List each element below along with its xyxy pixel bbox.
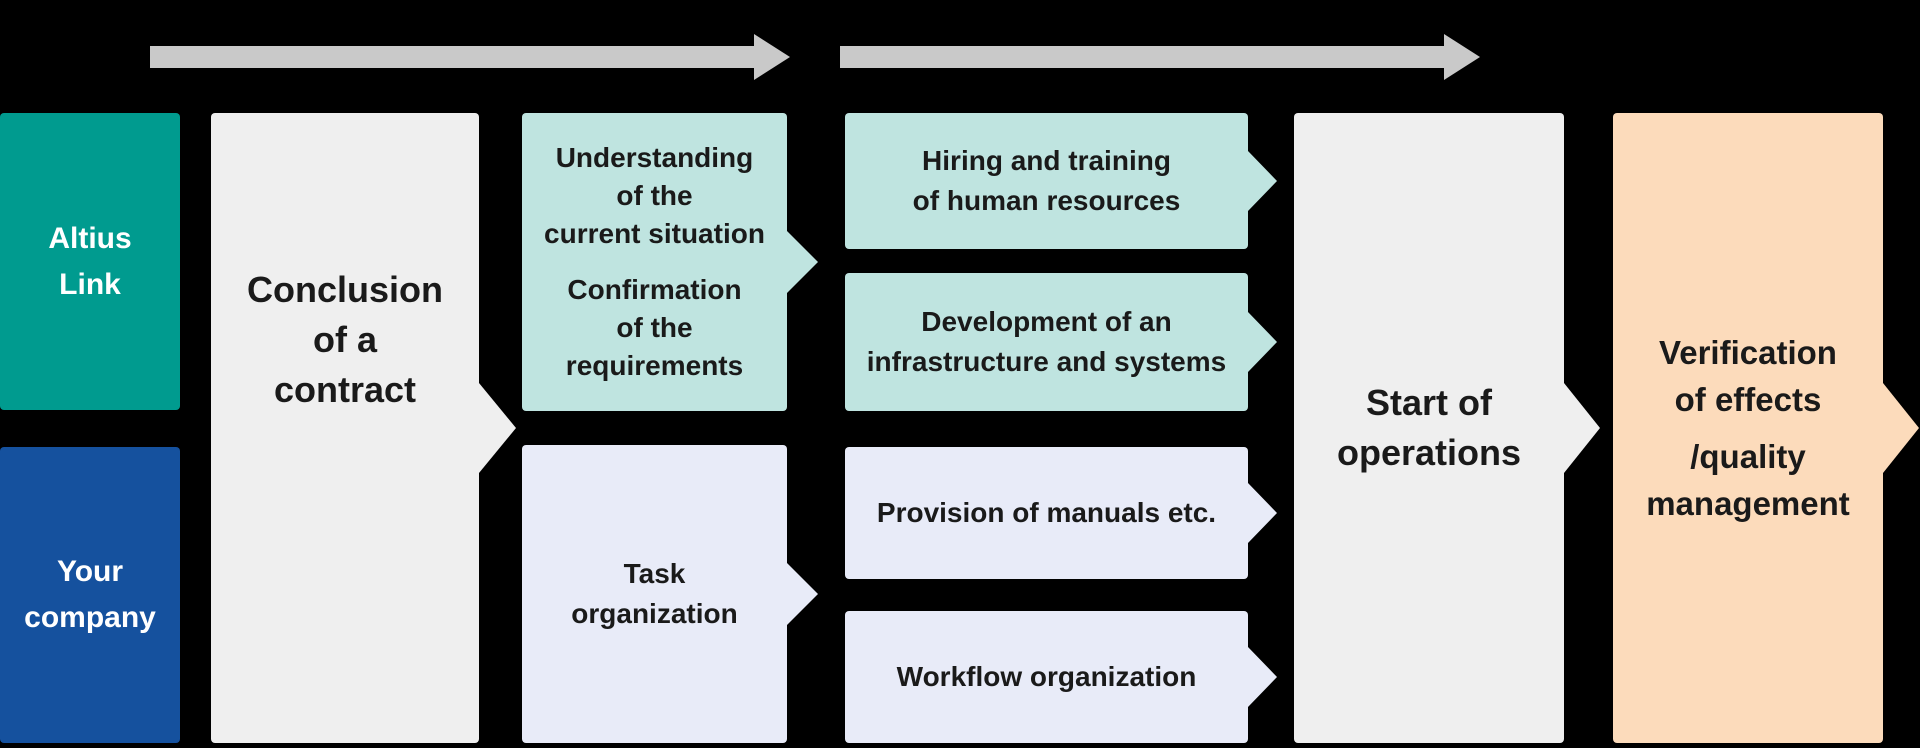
timeline-arrow-bar [840,46,1444,68]
lane-label-line: Link [59,267,121,301]
step-label-line: of the [616,312,693,343]
stage-label-line: of effects [1674,381,1822,418]
stage-conclusion-of-contract: Conclusion of a contract [211,113,516,743]
stage-label-line: /quality [1690,438,1806,475]
lane-altius-link: Altius Link [0,113,180,410]
lane-your-company: Your company [0,447,180,743]
step-label-line: Workflow organization [896,661,1197,692]
step-label-line: Provision of manuals etc. [876,497,1217,528]
lane-label-line: Altius [48,221,132,255]
timeline-arrowhead-icon [1444,34,1480,80]
arrow-point-icon [1564,383,1600,473]
arrow-point-icon [1248,647,1277,707]
stage-label-line: Conclusion [247,269,443,310]
step-infrastructure-development: Development of an infrastructure and sys… [845,273,1277,411]
arrow-point-icon [479,383,516,473]
timeline-arrow-icon [840,34,1480,80]
stage-paragraph: /quality management [1646,433,1850,527]
stage-start-of-operations: Start of operations [1294,113,1600,743]
arrow-point-icon [787,563,818,625]
step-label-line: Understanding [555,142,754,173]
step-label-line: organization [571,598,738,629]
arrow-point-icon [1248,483,1277,543]
step-label-line: infrastructure and systems [866,346,1227,377]
step-hiring-training: Hiring and training of human resources [845,113,1277,249]
arrow-point-icon [1248,151,1277,211]
arrow-point-icon [1248,312,1277,372]
step-provision-of-manuals: Provision of manuals etc. [845,447,1277,579]
timeline-arrowhead-icon [754,34,790,80]
arrow-point-icon [787,231,818,293]
step-workflow-organization: Workflow organization [845,611,1277,743]
step-label-line: Hiring and training [922,145,1171,176]
stage-label-line: Start of [1366,382,1492,423]
step-label-line: current situation [544,218,765,249]
step-label-line: Task [623,558,686,589]
stage-label-line: of a [312,319,377,360]
lane-label-line: Your [56,555,124,588]
stage-label-line: management [1646,485,1850,522]
step-label-line: of the [616,180,693,211]
stage-label-line: contract [273,369,417,410]
step-paragraph: Understanding of the current situation [544,139,765,253]
step-label-line: Confirmation [567,274,742,305]
step-paragraph: Confirmation of the requirements [566,271,743,385]
step-label-line: Development of an [921,306,1172,337]
stage-label-line: operations [1336,432,1522,473]
step-task-organization: Task organization [522,445,818,743]
step-label-line: of human resources [912,185,1181,216]
arrow-point-icon [1883,383,1919,473]
lane-label-line: company [24,601,156,634]
timeline-arrow-bar [150,46,754,68]
stage-verification-quality: Verification of effects /quality managem… [1613,113,1919,743]
stage-label-line: Verification [1659,334,1837,371]
stage-paragraph: Verification of effects [1659,329,1837,423]
step-understanding-confirmation: Understanding of the current situation C… [522,113,818,411]
timeline-arrow-icon [150,34,790,80]
step-label-line: requirements [565,350,744,381]
